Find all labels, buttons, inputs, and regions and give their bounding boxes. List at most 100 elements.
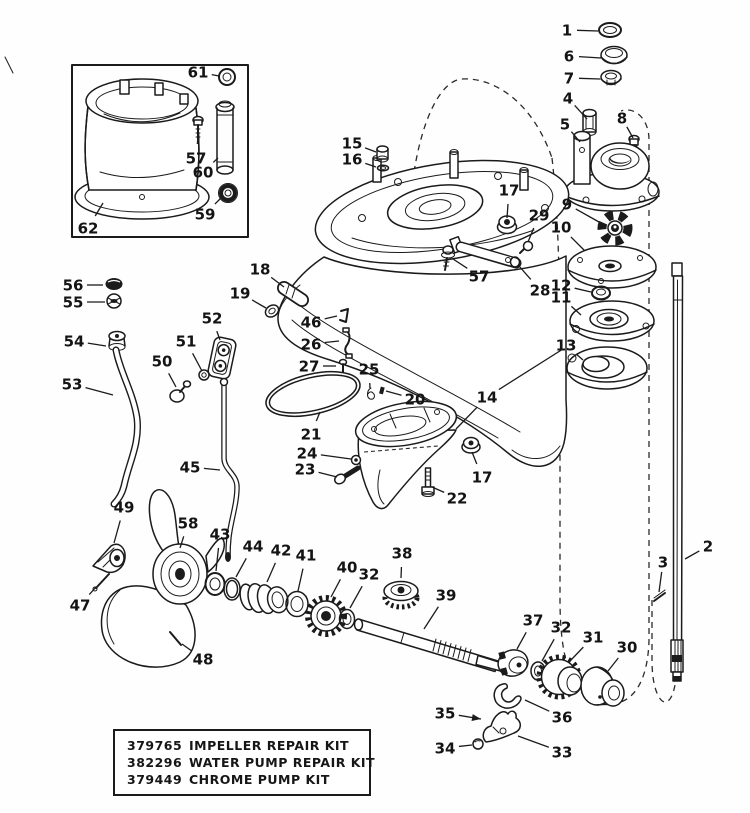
callout-number-16: 16 (342, 150, 363, 168)
callout-number-30: 30 (617, 638, 638, 656)
callout-39: 39 (423, 586, 456, 630)
leader-line-62 (94, 202, 104, 217)
leader-line-14 (498, 348, 564, 391)
callout-number-32: 32 (551, 618, 572, 636)
callout-number-8: 8 (617, 109, 627, 127)
leader-line-20 (385, 390, 402, 396)
cap-56 (105, 278, 123, 290)
callout-55: 55 (63, 293, 105, 311)
leader-line-43 (215, 547, 220, 572)
leader-line-41 (297, 568, 304, 592)
leader-line-32 (349, 585, 363, 609)
callout-number-40: 40 (337, 558, 358, 576)
callout-49: 49 (113, 498, 134, 544)
pump-plate (567, 245, 657, 289)
callout-number-59: 59 (195, 205, 216, 223)
callout-54: 54 (64, 332, 107, 350)
thrust-bushing-43 (204, 572, 226, 596)
callout-5: 5 (560, 115, 581, 143)
detent-ball-34 (472, 738, 484, 750)
callout-number-19: 19 (230, 284, 251, 302)
callout-number-57: 57 (469, 267, 490, 285)
leader-line-8 (626, 126, 634, 139)
callout-number-45: 45 (180, 458, 201, 476)
callout-22: 22 (431, 486, 467, 507)
cap-19 (264, 304, 280, 318)
leader-line-24 (320, 454, 352, 460)
callout-40: 40 (330, 558, 358, 598)
shift-rod-45 (219, 377, 240, 562)
oring-44 (223, 577, 241, 601)
clutch-dog-37 (497, 649, 529, 677)
callout-45: 45 (180, 458, 221, 476)
leader-line-13 (576, 353, 584, 361)
callout-number-55: 55 (63, 293, 84, 311)
seal-cup-6 (600, 45, 628, 65)
callout-12: 12 (551, 276, 592, 294)
callout-38: 38 (392, 544, 412, 579)
callout-number-53: 53 (62, 375, 83, 393)
callout-number-62: 62 (78, 219, 99, 237)
leader-line-22 (431, 486, 445, 493)
bushing-41 (285, 590, 309, 618)
callout-19: 19 (230, 284, 267, 309)
callout-number-11: 11 (551, 288, 572, 306)
kit-name: CHROME PUMP KIT (189, 772, 330, 787)
leader-line-52 (216, 330, 221, 341)
propeller-58 (100, 489, 225, 668)
leader-line-51 (192, 353, 203, 372)
callout-56: 56 (63, 276, 103, 294)
seal-59 (218, 183, 238, 203)
leader-line-10 (570, 236, 586, 252)
leader-line-21 (315, 411, 321, 422)
leader-line-6 (578, 55, 602, 59)
inset-box (71, 64, 249, 238)
callout-number-57: 57 (186, 149, 207, 167)
callout-number-54: 54 (64, 332, 85, 350)
bolt-22 (421, 467, 435, 497)
callout-44: 44 (235, 537, 264, 578)
leader-line-1 (576, 29, 599, 32)
callout-number-34: 34 (435, 739, 456, 757)
callout-number-44: 44 (243, 537, 264, 555)
link-26 (342, 327, 353, 359)
callout-3: 3 (658, 553, 668, 593)
leader-line-60 (212, 157, 219, 163)
callout-number-32: 32 (359, 565, 380, 583)
leader-line-18 (270, 276, 285, 288)
leader-line-32 (541, 638, 555, 662)
pump-sleeve-4 (582, 108, 597, 136)
callout-number-37: 37 (523, 611, 544, 629)
callout-32: 32 (541, 618, 572, 662)
callout-number-12: 12 (551, 276, 572, 294)
leader-arrowhead (471, 714, 481, 721)
clip-25 (367, 387, 375, 400)
bearing-housing-30 (580, 666, 625, 707)
callout-number-15: 15 (342, 134, 363, 152)
impeller (597, 210, 633, 246)
leader-line-39 (423, 606, 439, 630)
callout-number-17: 17 (499, 181, 520, 199)
callout-number-41: 41 (296, 546, 317, 564)
kit-part-number: 379449 (127, 772, 183, 787)
callout-number-47: 47 (70, 596, 91, 614)
tube-53 (110, 346, 142, 508)
kit-part-number: 382296 (127, 755, 183, 770)
callout-31: 31 (570, 628, 603, 661)
callout-number-4: 4 (563, 89, 573, 107)
skeg-housing (354, 400, 458, 510)
lower-plate (566, 346, 648, 390)
leader-line-12 (574, 287, 592, 293)
callout-6: 6 (564, 47, 602, 65)
pinion-gear-38 (382, 580, 420, 610)
callout-23: 23 (295, 460, 338, 478)
bolt-23 (333, 465, 361, 485)
callout-number-56: 56 (63, 276, 84, 294)
callout-4: 4 (563, 89, 588, 120)
leader-line-47 (88, 586, 97, 595)
callout-46: 46 (301, 313, 338, 331)
leader-line-15 (364, 147, 377, 153)
plug-15 (376, 145, 389, 163)
callout-number-25: 25 (359, 360, 380, 378)
